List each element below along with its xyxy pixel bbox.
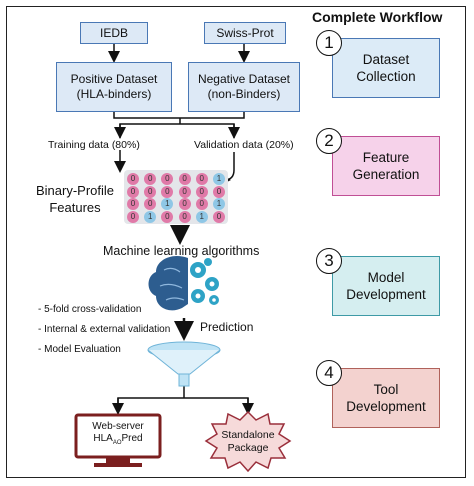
matrix-cell: 1 <box>144 210 157 223</box>
monitor-icon <box>74 413 162 467</box>
matrix-cell: 0 <box>144 198 157 210</box>
swissprot-box: Swiss-Prot <box>204 22 286 44</box>
negative-dataset-box: Negative Dataset (non-Binders) <box>188 62 300 112</box>
webserver-hla: HLA <box>93 433 113 444</box>
negative-line1: Negative Dataset <box>197 72 291 86</box>
matrix-cell: 0 <box>161 173 174 185</box>
step-line2: Development <box>346 399 426 414</box>
step-line1: Feature <box>362 150 410 165</box>
starburst-shape <box>204 410 292 473</box>
step-line2: Generation <box>352 167 420 182</box>
note-2: - Internal & external validation <box>38 324 171 335</box>
matrix-cell: 0 <box>178 198 191 210</box>
training-label: Training data (80%) <box>48 139 140 151</box>
step-number-badge: 4 <box>316 360 342 386</box>
matrix-cell: 0 <box>195 198 208 210</box>
features-line2: Features <box>49 200 101 215</box>
diagram-frame <box>6 6 466 478</box>
webserver-text: Web-server HLAAOPred <box>80 421 156 449</box>
brain-gears-icon <box>148 255 219 311</box>
step-number-badge: 2 <box>316 128 342 154</box>
matrix-cell: 1 <box>212 198 225 210</box>
matrix-cell: 0 <box>144 173 157 185</box>
workflow-title: Complete Workflow <box>312 9 443 25</box>
funnel-icon <box>147 341 221 387</box>
matrix-cell: 1 <box>195 210 208 223</box>
step-line1: Tool <box>373 382 399 397</box>
matrix-cell: 1 <box>161 198 174 210</box>
matrix-cell: 0 <box>161 210 174 223</box>
prediction-label: Prediction <box>200 320 254 334</box>
matrix-cell: 0 <box>178 185 191 198</box>
webserver-line1: Web-server <box>92 421 144 432</box>
matrix-cell: 0 <box>127 173 139 185</box>
matrix-cell: 0 <box>178 173 191 185</box>
positive-line2: (HLA-binders) <box>76 87 152 101</box>
matrix-cell: 0 <box>195 185 208 198</box>
matrix-cell: 0 <box>127 210 139 223</box>
validation-label: Validation data (20%) <box>194 139 294 151</box>
matrix-cell: 0 <box>195 173 208 185</box>
iedb-box: IEDB <box>80 22 148 44</box>
ml-label: Machine learning algorithms <box>103 244 260 258</box>
step-line1: Dataset <box>362 52 410 67</box>
iedb-label: IEDB <box>99 25 128 40</box>
matrix-cell: 0 <box>144 185 157 198</box>
matrix-cell: 0 <box>178 210 191 223</box>
standalone-text: Standalone Package <box>208 429 288 455</box>
matrix-cell: 1 <box>212 173 225 185</box>
note-1: - 5-fold cross-validation <box>38 304 142 315</box>
standalone-line1: Standalone <box>221 429 275 441</box>
note-3: - Model Evaluation <box>38 344 121 355</box>
step-number-badge: 1 <box>316 30 342 56</box>
step-number-badge: 3 <box>316 248 342 274</box>
features-label: Binary-Profile Features <box>36 182 114 216</box>
standalone-line2: Package <box>227 442 269 454</box>
matrix-cell: 0 <box>127 198 139 210</box>
swissprot-label: Swiss-Prot <box>216 25 274 40</box>
negative-line2: (non-Binders) <box>207 87 281 101</box>
validation-notes: - 5-fold cross-validation - Internal & e… <box>38 300 170 360</box>
matrix-cell: 0 <box>212 210 225 223</box>
matrix-cell: 0 <box>127 185 139 198</box>
merge-lines <box>113 112 245 119</box>
step-line2: Development <box>346 287 426 302</box>
webserver-sub: AO <box>112 440 122 446</box>
step-line2: Collection <box>356 69 416 84</box>
step-line1: Model <box>367 270 405 285</box>
features-line1: Binary-Profile <box>36 183 115 198</box>
webserver-line2: HLAAOPred <box>80 433 156 449</box>
webserver-pred: Pred <box>121 433 143 444</box>
positive-dataset-box: Positive Dataset (HLA-binders) <box>56 62 172 112</box>
positive-line1: Positive Dataset <box>70 72 158 86</box>
matrix-cell: 0 <box>161 185 174 198</box>
matrix-cell: 0 <box>212 185 225 198</box>
